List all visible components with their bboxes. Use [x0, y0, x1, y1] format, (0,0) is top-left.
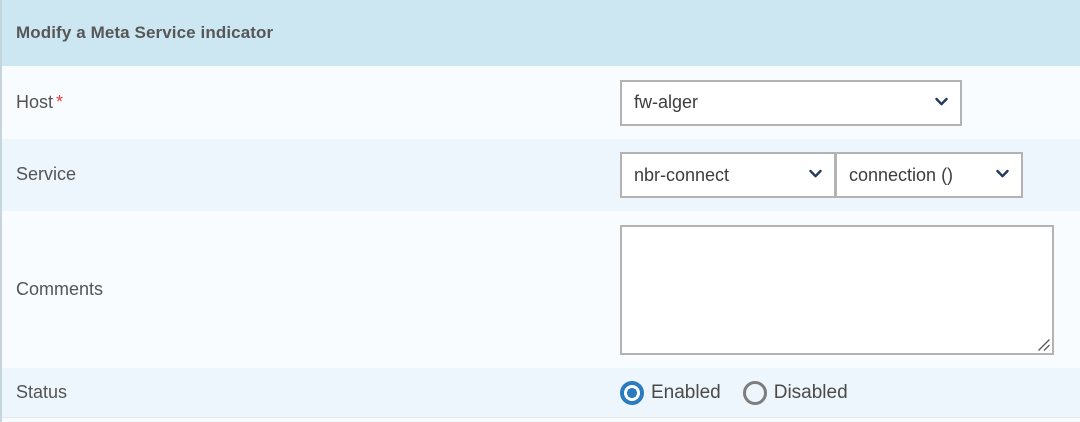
page-title: Modify a Meta Service indicator: [16, 23, 274, 42]
service-control: nbr-connect connection (): [620, 152, 1080, 198]
host-label-text: Host: [16, 91, 54, 112]
comments-control: [620, 224, 1080, 355]
status-label-text: Status: [16, 381, 68, 402]
status-label: Status: [16, 382, 620, 404]
chevron-down-icon: [809, 167, 822, 180]
radio-unselected-icon[interactable]: [742, 380, 767, 405]
comments-label-text: Comments: [16, 278, 104, 299]
form-row-host: Host* fw-alger: [2, 66, 1080, 139]
service-label-text: Service: [16, 164, 77, 185]
host-control: fw-alger: [620, 79, 1080, 126]
service-label: Service: [16, 164, 620, 186]
form-row-comments: Comments: [2, 211, 1080, 368]
status-radio-disabled-label: Disabled: [773, 381, 848, 403]
host-select[interactable]: fw-alger: [620, 79, 962, 126]
chevron-down-icon: [996, 167, 1009, 180]
status-radio-enabled-label: Enabled: [651, 381, 721, 403]
form-row-status: Status Enabled Disabled: [2, 368, 1080, 418]
status-radio-disabled[interactable]: Disabled: [742, 380, 848, 405]
status-control: Enabled Disabled: [620, 380, 1080, 405]
form-row-service: Service nbr-connect connection (): [2, 139, 1080, 211]
comments-label: Comments: [16, 279, 620, 301]
metric-select[interactable]: connection (): [835, 152, 1023, 198]
service-select[interactable]: nbr-connect: [620, 152, 836, 198]
comments-textarea-wrapper: [620, 224, 1054, 355]
metric-select-value: connection (): [849, 164, 954, 185]
comments-textarea[interactable]: [620, 224, 1054, 355]
required-marker: *: [56, 91, 64, 112]
host-label: Host*: [16, 92, 620, 114]
chevron-down-icon: [935, 95, 948, 108]
host-select-value: fw-alger: [634, 92, 699, 112]
panel-header: Modify a Meta Service indicator: [2, 0, 1080, 66]
status-radio-group: Enabled Disabled: [620, 380, 848, 405]
status-radio-enabled[interactable]: Enabled: [620, 380, 721, 405]
service-select-value: nbr-connect: [634, 164, 730, 185]
radio-selected-icon[interactable]: [620, 380, 644, 405]
